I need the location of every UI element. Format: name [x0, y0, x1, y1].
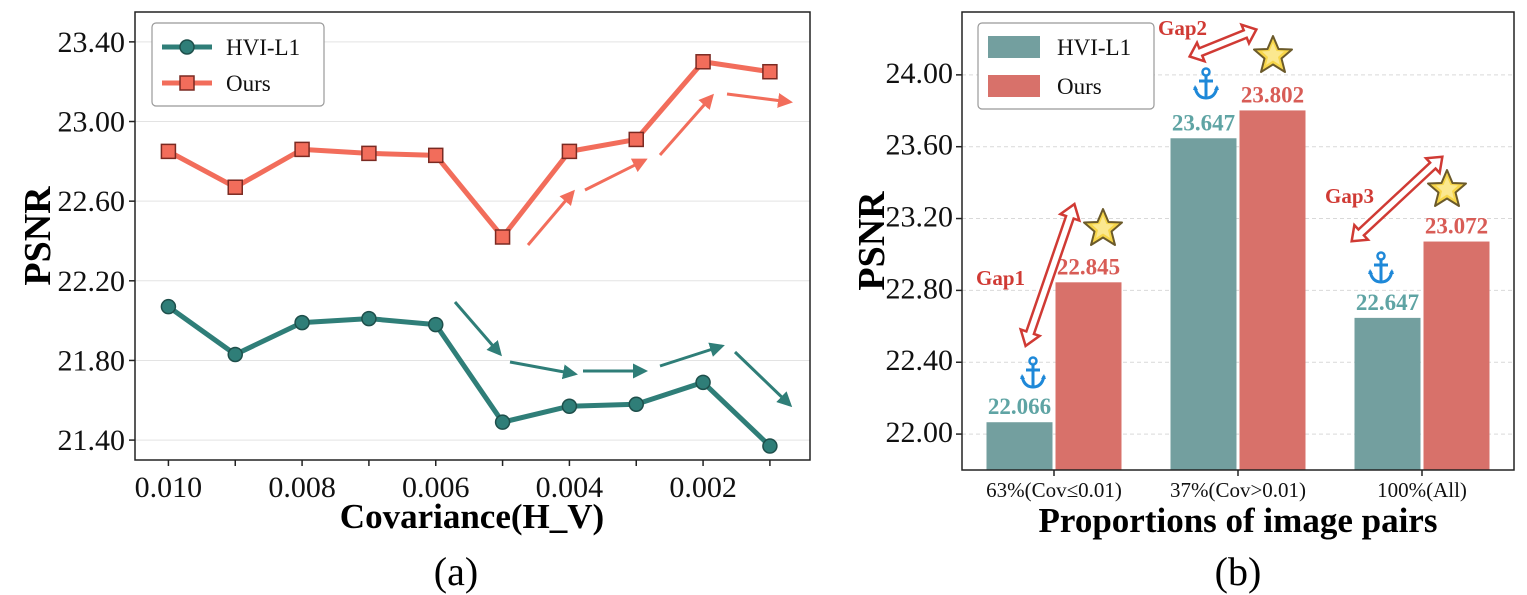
anchor-icon	[1191, 67, 1221, 100]
series-line-ours	[167, 59, 771, 240]
y-tick-label: 24.00	[886, 57, 954, 90]
bar-value-label: 23.072	[1425, 214, 1488, 239]
data-point-ours	[762, 63, 778, 80]
data-point-hvi-l1	[695, 374, 711, 391]
x-tick-label: 0.010	[135, 471, 203, 504]
y-tick-label: 23.20	[886, 201, 954, 234]
bar-ours	[1423, 241, 1490, 470]
x-tick-label: 0.008	[268, 471, 336, 504]
bar-ours	[1239, 110, 1306, 470]
y-tick-label: 22.60	[58, 185, 126, 218]
gap1-arrow	[1018, 202, 1082, 348]
bar-value-label: 22.066	[988, 394, 1051, 419]
panel-label-b: (b)	[1215, 549, 1262, 594]
y-axis-label-b: PSNR	[851, 191, 893, 291]
legend-b: HVI-L1 Ours	[977, 22, 1155, 110]
line-chart-panel-a: 21.40 21.80 22.20 22.60 23.00 23.40 0.010 0.00…	[17, 11, 811, 594]
bar-value-label: 22.845	[1057, 254, 1120, 279]
x-tick-label: 0.004	[536, 471, 604, 504]
y-tick-label: 23.60	[886, 129, 954, 162]
y-tick-label: 23.40	[58, 26, 126, 59]
star-icon	[1253, 35, 1293, 73]
data-point-ours	[628, 131, 644, 148]
y-ticks-a: 21.40 21.80 22.20 22.60 23.00 23.40	[58, 26, 135, 457]
y-tick-label: 22.00	[886, 416, 954, 449]
trend-arrows-ours	[526, 92, 793, 246]
gap2-arrow	[1187, 22, 1259, 64]
y-tick-label: 22.20	[58, 265, 126, 298]
y-tick-label: 22.80	[886, 272, 954, 305]
data-point-ours	[361, 145, 377, 162]
x-tick-label: 0.002	[669, 471, 737, 504]
y-tick-label: 21.40	[58, 424, 126, 457]
trend-arrows-hvi	[453, 301, 793, 408]
x-ticks-a: 0.010 0.008 0.006 0.004 0.002	[135, 460, 771, 504]
x-axis-label-b: Proportions of image pairs	[1039, 501, 1438, 540]
legend-a: HVI-L1 Ours	[151, 22, 325, 107]
legend-label-ours-bar: Ours	[1057, 74, 1102, 99]
bar-ours	[1055, 282, 1122, 470]
data-point-hvi-l1	[160, 298, 177, 315]
x-tick-label: 63%(Cov≤0.01)	[986, 478, 1122, 502]
star-icon	[1427, 169, 1467, 207]
series-lines-a	[160, 54, 778, 454]
data-point-hvi-l1	[427, 316, 444, 333]
x-tick-label: 100%(All)	[1377, 478, 1467, 502]
bar-value-label: 23.802	[1241, 82, 1304, 107]
bar-hvi-l1	[1354, 317, 1421, 470]
data-point-ours	[695, 54, 711, 70]
bar-value-label: 23.647	[1172, 110, 1235, 135]
anchor-icon	[1366, 251, 1396, 284]
data-point-hvi-l1	[227, 346, 243, 363]
data-point-ours	[427, 147, 444, 164]
legend-label-ours: Ours	[226, 71, 271, 96]
y-tick-label: 21.80	[58, 344, 126, 377]
star-icon	[1083, 208, 1123, 246]
y-tick-label: 22.40	[886, 344, 954, 377]
bar-value-label: 22.647	[1356, 290, 1419, 315]
gap3-label: Gap3	[1325, 184, 1374, 208]
x-tick-label: 0.006	[402, 471, 470, 504]
legend-marker-hvi	[179, 39, 195, 55]
data-point-hvi-l1	[361, 310, 377, 327]
data-point-hvi-l1	[762, 438, 778, 454]
bar-hvi-l1	[986, 422, 1053, 470]
gap3-arrow	[1350, 155, 1444, 243]
x-ticks-b: 63%(Cov≤0.01) 37%(Cov>0.01) 100%(All)	[986, 470, 1467, 502]
gap1-label: Gap1	[976, 266, 1025, 290]
legend-swatch-ours-bar	[988, 75, 1040, 97]
series-line-hvi-l1	[166, 304, 772, 448]
x-axis-label-a: Covariance(H_V)	[340, 497, 604, 536]
legend-label-hvi-bar: HVI-L1	[1057, 35, 1131, 60]
y-tick-label: 23.00	[58, 106, 126, 139]
legend-swatch-hvi-bar	[988, 36, 1040, 58]
bar-hvi-l1	[1170, 138, 1237, 470]
data-point-ours	[294, 141, 310, 158]
data-point-hvi-l1	[494, 414, 511, 430]
panel-label-a: (a)	[434, 549, 478, 594]
data-point-ours	[227, 179, 243, 195]
data-point-hvi-l1	[561, 398, 578, 414]
gap2-label: Gap2	[1158, 16, 1207, 40]
legend-marker-ours	[179, 75, 195, 91]
plot-frame-a	[134, 11, 811, 461]
y-ticks-b: 22.00 22.40 22.80 23.20 23.60 24.00	[886, 57, 962, 449]
x-tick-label: 37%(Cov>0.01)	[1170, 478, 1306, 502]
data-point-ours	[561, 143, 578, 160]
data-point-hvi-l1	[628, 396, 644, 412]
y-axis-label-a: PSNR	[17, 186, 59, 286]
legend-label-hvi: HVI-L1	[226, 35, 300, 60]
data-point-ours	[160, 143, 177, 160]
data-point-hvi-l1	[294, 314, 310, 331]
data-point-ours	[494, 229, 511, 245]
gap-arrows	[1018, 22, 1444, 348]
